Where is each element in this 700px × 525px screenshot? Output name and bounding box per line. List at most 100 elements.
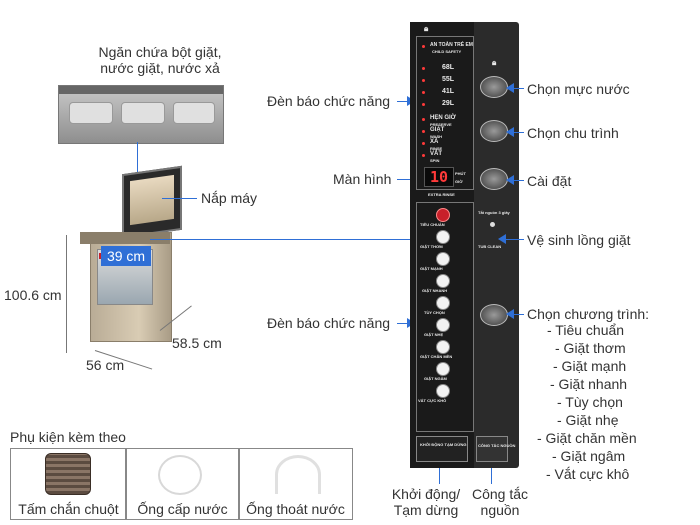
lid-label: Nắp máy (201, 190, 258, 206)
panel-connector (150, 239, 413, 240)
program-item: - Giặt thơm (555, 340, 626, 356)
program-soak: GIẶT NGÂM (424, 376, 447, 381)
power-label-line1: Công tắc (471, 486, 529, 502)
water-level-label: Chọn mực nước (527, 81, 630, 97)
indicator-box-programs (416, 202, 474, 432)
detergent-label-line2: nước giặt, nước xả (100, 60, 220, 76)
program-saffrance-icon (436, 230, 450, 244)
program-item: - Tiêu chuẩn (547, 322, 625, 338)
child-lock-text: AN TOÀN TRẺ EM (430, 42, 473, 48)
start-pause-label: Khởi động/ Tạm dừng (388, 486, 464, 518)
water-level-arrow (506, 83, 514, 93)
program-item: - Vắt cực khô (546, 466, 630, 482)
height-label: 100.6 cm (4, 287, 62, 303)
width-label: 56 cm (86, 357, 125, 373)
child-lock-en: CHILD SAFETY (432, 49, 462, 54)
accessory-label: Ống cấp nước (137, 501, 228, 517)
detergent-drawer-label: Ngăn chứa bột giặt, nước giặt, nước xả (60, 44, 260, 76)
program-delicate-icon (436, 318, 450, 332)
program-button[interactable] (480, 304, 508, 326)
program-item: - Giặt ngâm (552, 448, 626, 464)
program-speedy-icon (436, 274, 450, 288)
level-68: 68L (442, 64, 455, 71)
indicator-bottom-connector (397, 323, 411, 324)
power-text: CÔNG TẮC NGUỒN (478, 443, 516, 448)
timer-en: PRESERVE (430, 122, 452, 127)
drain-hose-image (275, 455, 321, 494)
accessory-inlet-hose: Ống cấp nước (125, 448, 240, 520)
power-label: Công tắc nguồn (470, 486, 530, 518)
start-pause-button[interactable] (416, 436, 468, 462)
control-panel: 🔒︎ 🔒︎ AN TOÀN TRẺ EM CHILD SAFETY 68L 55… (410, 22, 519, 468)
program-extra-dry-icon (436, 384, 450, 398)
accessory-drain-hose: Ống thoát nước (238, 448, 353, 520)
settings-label: Cài đặt (527, 173, 572, 189)
depth-inner-badge: 39 cm (101, 246, 151, 266)
tub-clean-label: Vệ sinh lồng giặt (527, 232, 631, 248)
program-extra-dry: VẮT CỰC KHÔ (418, 398, 447, 403)
tub-clean-indicator (490, 222, 495, 227)
accessory-mouse-guard: Tấm chắn chuột (10, 448, 127, 520)
led-display: 10 (424, 167, 454, 187)
screen-connector (397, 179, 417, 180)
program-blanket: GIẶT CHĂN MỀN (420, 354, 453, 359)
program-heavy-icon (436, 252, 450, 266)
program-item: - Tùy chọn (557, 394, 623, 410)
program-item: - Giặt nhanh (550, 376, 628, 392)
program-normal: TIÊU CHUẨN (420, 222, 445, 227)
detergent-drawer-photo (58, 85, 224, 144)
cycle-label: Chọn chu trình (527, 125, 619, 141)
extra-spin-text: EXTRA RINSE (428, 192, 455, 197)
start-label-line2: Tạm dừng (393, 502, 459, 518)
accessory-label: Ống thoát nước (246, 501, 345, 517)
cycle-arrow (506, 127, 514, 137)
start-pause-text: KHỞI ĐỘNG TẠM DỪNG (420, 442, 467, 447)
program-soak-icon (436, 362, 450, 376)
lock-icon: 🔒︎ (424, 24, 429, 33)
indicator-top-label: Đèn báo chức năng (267, 93, 391, 109)
timer-text: HẸN GIỜ (430, 115, 456, 121)
accessory-label: Tấm chắn chuột (18, 501, 119, 517)
water-level-button[interactable] (480, 76, 508, 98)
machine-lid (122, 165, 182, 239)
screen-label: Màn hình (333, 171, 392, 187)
height-line (66, 235, 67, 353)
lock-icon-right: 🔒︎ (492, 58, 497, 67)
program-arrow (506, 309, 514, 319)
detergent-label-line1: Ngăn chứa bột giặt, (98, 44, 222, 60)
washing-machine-illustration (80, 165, 190, 350)
wash-text: GIẶT (430, 127, 445, 133)
accessories-title: Phụ kiện kèm theo (10, 429, 126, 445)
indicator-bottom-label: Đèn báo chức năng (267, 315, 391, 331)
program-item: - Giặt nhẹ (557, 412, 619, 428)
settings-button[interactable] (480, 168, 508, 190)
mouse-guard-image (45, 453, 91, 495)
lid-connector (162, 198, 197, 199)
program-saffrance: GIẶT THƠM (420, 244, 443, 249)
depth-label: 58.5 cm (172, 335, 222, 351)
program-custom-icon (436, 296, 450, 310)
cycle-button[interactable] (480, 120, 508, 142)
program-item: - Giặt chăn mền (537, 430, 637, 446)
settings-arrow (506, 175, 514, 185)
rinse-text: XẢ (430, 139, 439, 145)
program-title-label: Chọn chương trình: (527, 306, 650, 322)
start-label-line1: Khởi động/ (391, 486, 461, 502)
tub-clean-en: TUB CLEAN (478, 244, 502, 249)
display-unit-1: PHÚT (455, 171, 466, 176)
rinse-en: RINSE (430, 146, 443, 151)
program-item: - Giặt mạnh (553, 358, 627, 374)
program-delicate: GIẶT NHẸ (424, 332, 444, 337)
spin-text: VẮT (430, 151, 442, 157)
display-unit-2: GIỜ (455, 179, 463, 184)
program-heavy: GIẶT MẠNH (420, 266, 443, 271)
power-label-line2: nguồn (480, 502, 520, 518)
spin-en: SPIN (430, 158, 440, 163)
level-29: 29L (442, 100, 455, 107)
program-speedy: GIẶT NHANH (422, 288, 448, 293)
wash-en: WASH (430, 134, 442, 139)
power-button[interactable] (476, 436, 508, 462)
tub-clean-arrow (498, 234, 506, 244)
level-41: 41L (442, 88, 455, 95)
program-custom: TÙY CHỌN (424, 310, 445, 315)
